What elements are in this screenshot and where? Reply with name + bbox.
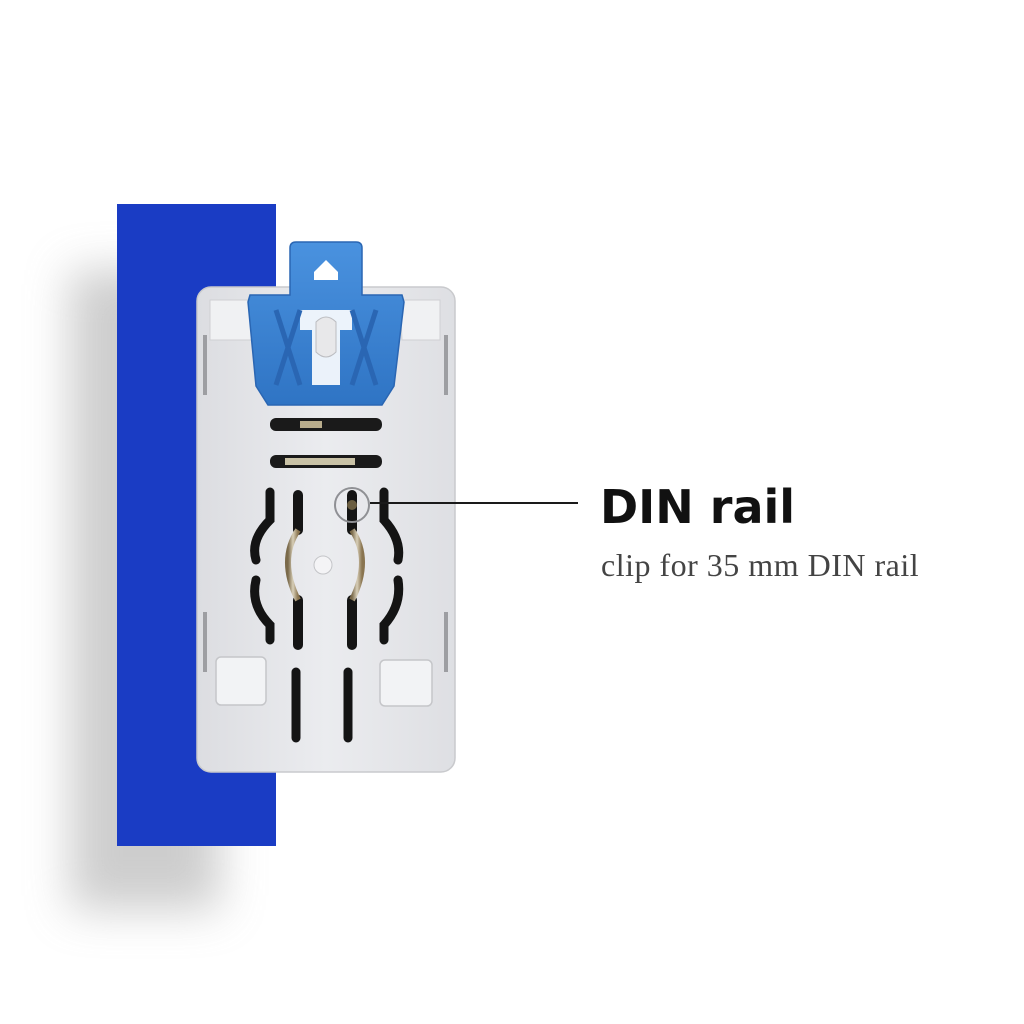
bottom-latches xyxy=(215,656,433,707)
metal-spring xyxy=(285,528,365,602)
pointer-dot xyxy=(347,500,357,510)
callout-title: DIN rail xyxy=(600,480,796,534)
pointer-ring xyxy=(334,487,370,523)
callout-subtitle: clip for 35 mm DIN rail xyxy=(601,547,920,583)
spring-cutouts xyxy=(250,487,404,743)
blue-clip xyxy=(247,241,405,406)
housing-slots xyxy=(270,418,382,468)
center-hole xyxy=(313,555,333,575)
